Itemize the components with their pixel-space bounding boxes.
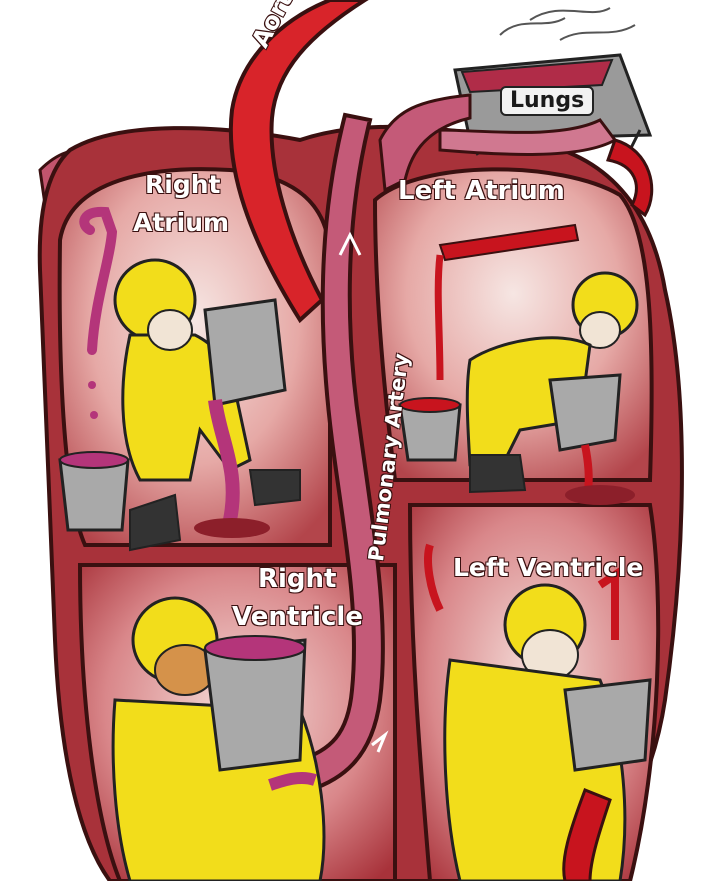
red-vessel-right	[606, 138, 654, 218]
left-atrium-scene	[398, 223, 639, 505]
left-atrium-label: Left Atrium	[398, 176, 565, 206]
aorta-vessel	[228, 0, 369, 324]
right-ventricle-label-line1: Right	[258, 564, 337, 594]
lungs-label: Lungs	[500, 86, 595, 116]
right-atrium-scene	[58, 206, 301, 552]
right-ventricle-scene	[111, 596, 326, 881]
right-atrium-label-line1: Right	[145, 170, 221, 199]
pulmonary-vein-2	[438, 118, 618, 156]
right-ventricle-label-line2: Ventricle	[232, 602, 363, 632]
left-ventricle-scene	[424, 543, 652, 881]
left-ventricle-label: Left Ventricle	[453, 553, 644, 582]
right-atrium-label-line2: Atrium	[133, 208, 230, 237]
